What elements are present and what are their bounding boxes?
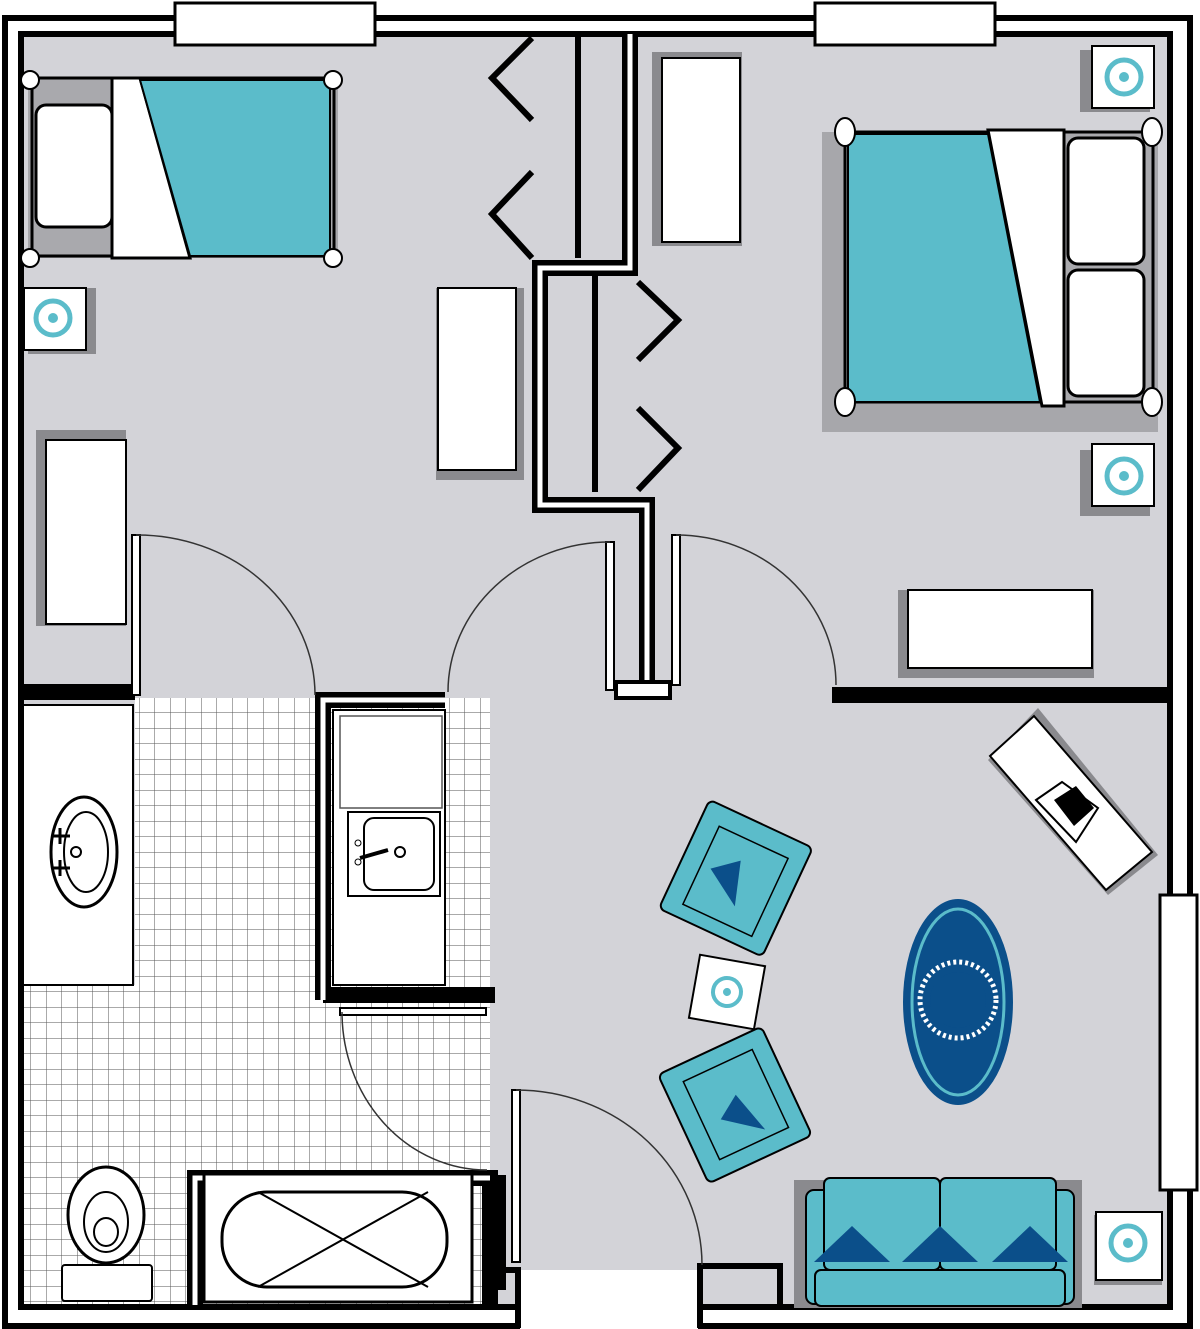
nightstand-icon <box>1080 443 1155 516</box>
door-swing-icon[interactable] <box>671 534 837 686</box>
kitchen-sink-icon <box>347 811 441 897</box>
armchair-icon <box>658 1027 812 1183</box>
nightstand-icon <box>23 287 96 354</box>
rug-icon <box>903 899 1013 1105</box>
desk-icon <box>988 708 1158 895</box>
bed-icon <box>20 70 343 268</box>
nightstand-icon <box>1094 1211 1163 1285</box>
door-swing-icon[interactable] <box>339 1007 488 1171</box>
nightstand-icon <box>1080 45 1155 112</box>
entry-opening <box>520 1290 698 1329</box>
dresser-icon <box>652 52 742 246</box>
toilet-icon <box>61 1165 153 1302</box>
armchair-icon <box>659 800 812 956</box>
dresser-icon <box>36 430 127 626</box>
door-swing-icon[interactable] <box>511 1089 703 1266</box>
bed-icon <box>822 117 1163 432</box>
window-icon <box>1158 893 1199 1192</box>
side-table-icon <box>687 953 767 1031</box>
bathtub-icon <box>202 1172 474 1304</box>
window-icon <box>813 1 997 47</box>
sink-icon <box>22 704 134 986</box>
sofa-icon <box>794 1177 1082 1308</box>
closet-door-icon[interactable] <box>487 35 683 493</box>
window-icon <box>173 1 377 47</box>
door-swing-icon[interactable] <box>131 534 316 696</box>
dresser-icon <box>436 287 524 480</box>
door-swing-icon[interactable] <box>447 541 615 693</box>
entry-wall-right <box>697 1263 783 1328</box>
exterior-wall <box>2 15 1193 1329</box>
dresser-icon <box>898 589 1094 678</box>
